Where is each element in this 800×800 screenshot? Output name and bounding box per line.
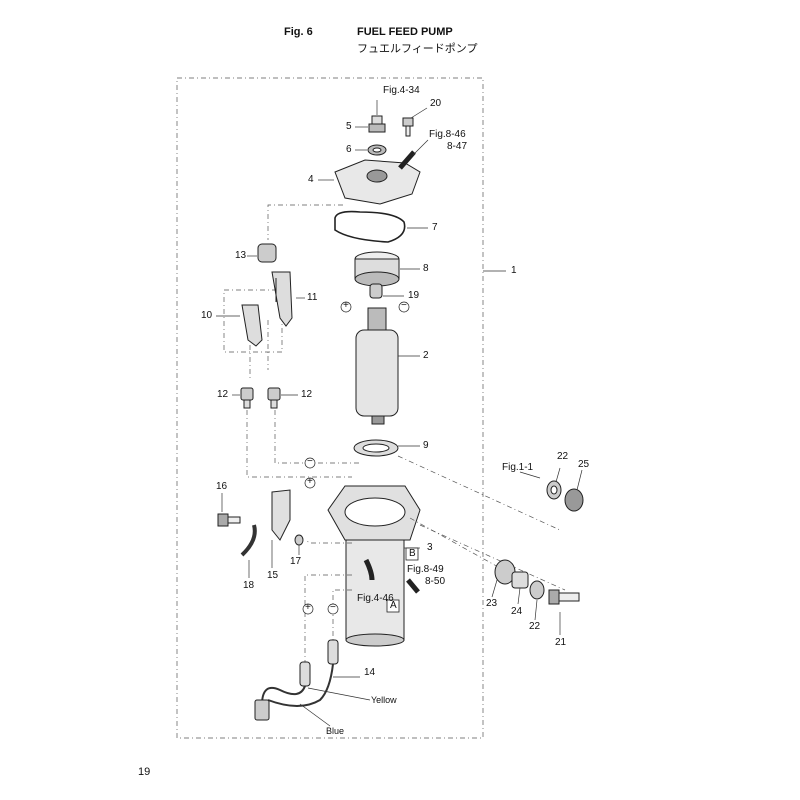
part-18-strap [240,524,257,578]
part-15-bracket [271,489,291,568]
ref-fig-8-47: 8-47 [447,141,468,152]
ref-fig-8-46: Fig.8-46 [429,129,466,140]
part-6-washer [355,144,387,156]
callout-23: 23 [486,598,498,609]
ref-fig-8-50: 8-50 [425,576,446,587]
figure-title: FUEL FEED PUMP [357,26,453,38]
callout-16: 16 [216,481,228,492]
callout-10: 10 [201,310,213,321]
callout-13: 13 [235,250,247,261]
ref-fig-4-34: Fig.4-34 [383,85,420,96]
page-number: 19 [138,766,151,778]
part-25-cap [564,469,584,512]
callout-7: 7 [432,222,438,233]
polarity-minus-top: − [401,300,407,311]
reference-box-a [386,599,400,613]
callout-15: 15 [267,570,279,581]
callout-18: 18 [243,580,255,591]
callout-22-lower: 22 [529,621,541,632]
part-21-bolt [548,589,580,635]
part-10-terminal [216,304,263,347]
callout-4: 4 [308,174,314,185]
callout-1: 1 [511,265,517,276]
part-3-filter-case [327,485,421,647]
callout-24: 24 [511,606,523,617]
wire-label-yellow: Yellow [371,695,397,705]
ref-box-a-label: A [390,600,397,611]
callout-14: 14 [364,667,376,678]
part-7-gasket [334,210,428,243]
ref-fig-4-46: Fig.4-46 [357,593,394,604]
polarity-plus-mid: + [307,476,313,487]
part-20-bolt [402,107,428,137]
part-16-bolt [217,493,241,527]
ref-fig-8-49: Fig.8-49 [407,564,444,575]
callout-6: 6 [346,144,352,155]
part-11-terminal [271,271,293,327]
callout-8: 8 [423,263,429,274]
part-14-wire-harness [254,639,371,727]
callout-9: 9 [423,440,429,451]
callout-2: 2 [423,350,429,361]
part-12-grommet-left [232,387,254,409]
callout-5: 5 [346,121,352,132]
polarity-plus-top: + [343,300,349,311]
callout-12-left: 12 [217,389,229,400]
part-4-cover [318,139,429,205]
part-8-ring-nut [354,251,420,287]
polarity-minus-mid: − [307,456,313,467]
wire-label-blue: Blue [326,726,345,736]
part-12-grommet-right [267,387,298,409]
ref-fig-1-1: Fig.1-1 [502,462,534,473]
callout-3: 3 [427,542,433,553]
polarity-markers [302,301,410,615]
callout-12-right: 12 [301,389,313,400]
part-5-plug [355,100,386,133]
figure-label: Fig. 6 [284,26,313,38]
polarity-plus-bottom: + [305,602,311,613]
part-17-washer [294,534,304,555]
part-2-pump-motor [355,307,420,425]
assembly-boundary [176,77,484,739]
callout-19: 19 [408,290,420,301]
callout-20: 20 [430,98,442,109]
reference-box-b [405,547,419,561]
part-22-washer-lower [529,580,545,621]
part-19-filter [369,283,404,299]
callout-17: 17 [290,556,302,567]
callout-22-upper: 22 [557,451,569,462]
ref-box-b-label: B [409,548,416,559]
polarity-minus-bottom: − [330,602,336,613]
part-13-cap [247,243,277,263]
part-9-seal [353,439,420,457]
figure-title-japanese: フュエルフィードポンプ [357,42,478,55]
callout-11: 11 [307,292,318,303]
callout-21: 21 [555,637,567,648]
callout-25: 25 [578,459,590,470]
part-22-washer-upper [546,467,562,500]
part-24-collar [511,571,529,605]
